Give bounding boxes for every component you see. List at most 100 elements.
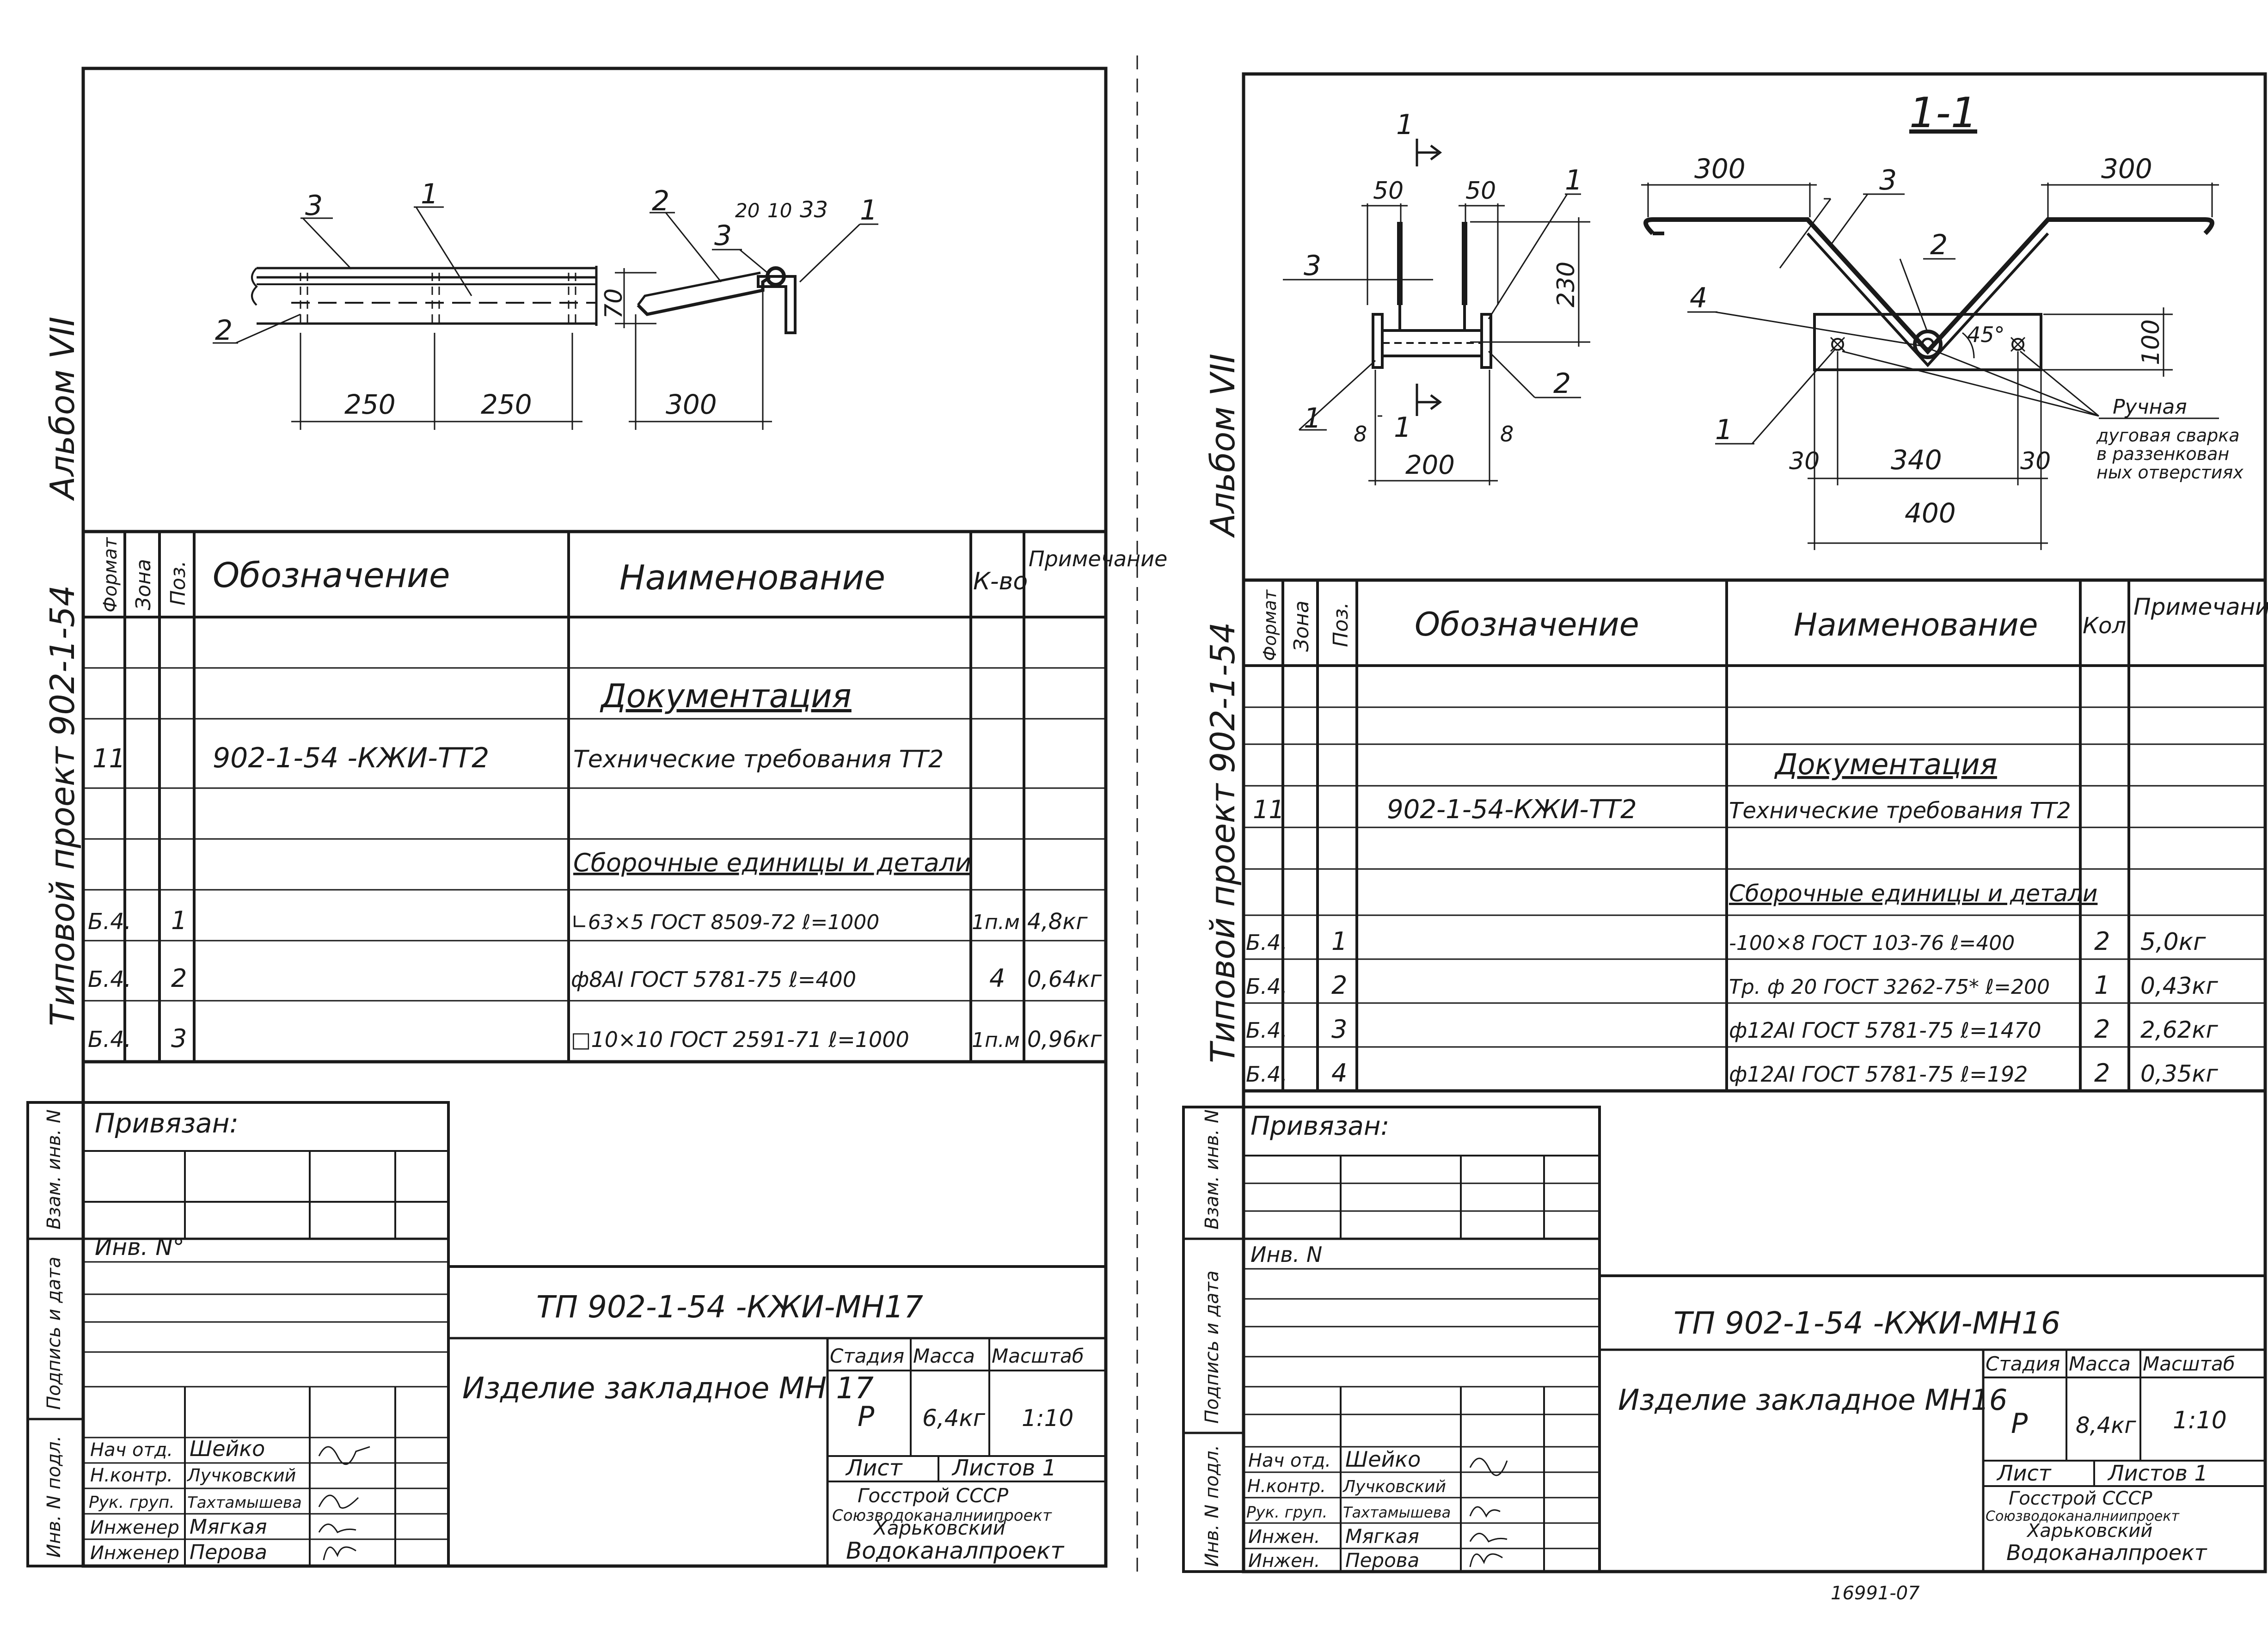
right-row5-name: ф12АI ГОСТ 5781-75 ℓ=1470	[1729, 1018, 2041, 1043]
left-title-line: Изделие закладное МН 17	[462, 1371, 874, 1406]
left-dim-250b: 250	[481, 389, 532, 420]
right-album-label: Альбом VII	[1203, 354, 1242, 538]
left-p2-name: Тахтамышева	[187, 1493, 302, 1512]
right-code: ТП 902-1-54 -КЖИ-МН16	[1673, 1305, 2060, 1341]
left-side-label-1: Подпись и дата	[43, 1257, 65, 1410]
right-label-2b: 2	[1930, 229, 1948, 261]
left-row3-note: 4,8кг	[1027, 909, 1088, 935]
right-dim-8a: 8	[1354, 422, 1367, 447]
right-signature-0	[1469, 1457, 1508, 1476]
left-dim-300: 300	[666, 389, 717, 420]
right-p1-role: Н.контр.	[1247, 1476, 1326, 1496]
left-signature-0	[318, 1446, 370, 1465]
right-p1-name: Лучковский	[1342, 1477, 1446, 1496]
right-row3-name: -100×8 ГОСТ 103-76 ℓ=400	[1729, 931, 2015, 955]
right-dim-30b: 30	[2020, 447, 2051, 475]
right-listov: Листов 1	[2107, 1461, 2208, 1486]
left-spec-table: Формат Зона Поз. Обозначение Наименовани…	[83, 530, 1167, 1064]
right-dim-300b: 300	[2101, 153, 2152, 184]
right-row6-note: 0,35кг	[2140, 1060, 2219, 1087]
right-org-2: Харьковский	[2026, 1520, 2152, 1542]
right-section-title: 1-1	[1909, 89, 1977, 137]
right-dim-45: 45°	[1967, 322, 2005, 347]
left-mass: 6,4кг	[922, 1405, 986, 1432]
right-row4-name: Тр. ф 20 ГОСТ 3262-75* ℓ=200	[1729, 975, 2050, 999]
right-side-view: 1 1 50 50 230 200 8 8	[1283, 109, 1590, 485]
left-row5-qty: 1п.м	[972, 1028, 1020, 1052]
right-row5-note: 2,62кг	[2140, 1016, 2219, 1043]
right-weld-3: ных отверстиях	[2096, 462, 2243, 483]
right-hdr-format: Формат	[1260, 589, 1280, 661]
right-hdr-pos: Поз.	[1329, 602, 1353, 647]
left-p1-role: Н.контр.	[90, 1465, 173, 1486]
right-signature-3	[1469, 1553, 1503, 1567]
left-title-block: Взам. инв. N Подпись и дата Инв. N подл.…	[26, 1101, 1106, 1567]
right-p3-role: Инжен.	[1248, 1526, 1320, 1548]
right-cut-1b: 1	[1394, 411, 1411, 444]
right-stage-h: Стадия	[1986, 1352, 2060, 1375]
right-row3-qty: 2	[2094, 927, 2110, 956]
left-dim-250a: 250	[344, 389, 396, 420]
left-stage: Р	[858, 1401, 875, 1433]
left-row3-pos: 1	[171, 906, 187, 935]
left-hdr-designation: Обозначение	[213, 556, 450, 595]
left-label-3a: 3	[305, 190, 323, 222]
right-hdr-qty: Кол.	[2083, 613, 2133, 639]
right-row5-qty: 2	[2094, 1015, 2110, 1044]
right-org-0: Госстрой СССР	[2009, 1488, 2152, 1509]
left-p3-role: Инженер	[90, 1517, 179, 1538]
right-mass-h: Масса	[2069, 1352, 2131, 1375]
right-side-label-0: Взам. инв. N	[1201, 1109, 1223, 1230]
right-dim-8b: 8	[1500, 422, 1514, 447]
left-label-3b: 3	[714, 220, 732, 252]
left-album-label: Альбом VII	[43, 317, 82, 501]
right-label-3a: 3	[1304, 250, 1321, 282]
right-bottom-number: 16991-07	[1831, 1583, 1920, 1604]
right-section-view: 300 300 100 45° 30 340 30 400	[1641, 153, 2243, 550]
right-side-label-1: Подпись и дата	[1201, 1271, 1223, 1424]
left-label-1b: 1	[860, 194, 877, 226]
left-top-dim-33: 33	[800, 197, 828, 223]
right-p2-role: Рук. груп.	[1246, 1503, 1327, 1522]
left-scale: 1:10	[1022, 1405, 1073, 1432]
left-signature-2	[318, 1524, 356, 1533]
left-row3-name: ∟63×5 ГОСТ 8509-72 ℓ=1000	[571, 911, 879, 934]
left-label-2b: 2	[652, 185, 669, 217]
right-dim-50a: 50	[1373, 177, 1404, 205]
left-org-1: Союзводоканалниипроект	[832, 1506, 1052, 1525]
right-weld-2: в раззенкован	[2096, 444, 2229, 464]
right-row5-pos: 3	[1331, 1015, 1347, 1044]
right-title-line: Изделие закладное МН16	[1618, 1383, 2007, 1417]
right-row3-pos: 1	[1331, 927, 1347, 956]
right-weld-0: Ручная	[2113, 395, 2187, 419]
left-scale-h: Масштаб	[992, 1345, 1084, 1367]
left-row5-fmt: Б.4.	[88, 1027, 131, 1053]
left-project-label: Типовой проект 902-1-54	[43, 585, 82, 1026]
left-row4-note: 0,64кг	[1027, 967, 1102, 992]
left-hdr-note: Примечание	[1029, 546, 1167, 571]
left-privyazan: Привязан:	[95, 1108, 239, 1139]
left-dim-70: 70	[600, 288, 628, 319]
right-label-1c: 1	[1715, 414, 1733, 446]
right-row3-note: 5,0кг	[2140, 928, 2206, 956]
right-project-label: Типовой проект 902-1-54	[1203, 622, 1242, 1063]
right-p4-name: Перова	[1345, 1549, 1419, 1572]
left-row4-pos: 2	[171, 964, 187, 993]
right-row6-pos: 4	[1331, 1059, 1347, 1088]
left-hdr-qty: К-во	[973, 568, 1028, 595]
left-row3-fmt: Б.4.	[88, 909, 131, 935]
right-dim-30a: 30	[1789, 447, 1820, 475]
right-org-3: Водоканалпроект	[2006, 1540, 2207, 1565]
right-row6-name: ф12АI ГОСТ 5781-75 ℓ=192	[1729, 1062, 2028, 1087]
left-row4-name: ф8АI ГОСТ 5781-75 ℓ=400	[571, 967, 856, 992]
left-hdr-format: Формат	[100, 537, 121, 612]
left-row3-qty: 1п.м	[972, 911, 1020, 934]
weld-mark-left	[1830, 337, 1845, 352]
left-list: Лист	[845, 1455, 903, 1481]
left-part-drawing: 3 1 2 250 250 70 300 2	[213, 178, 878, 430]
right-dim-340: 340	[1891, 444, 1942, 476]
right-org-1: Союзводоканалниипроект	[1986, 1508, 2180, 1524]
left-row5-pos: 3	[171, 1024, 187, 1053]
right-spec-table: Формат Зона Поз. Обозначение Наименовани…	[1244, 578, 2268, 1093]
